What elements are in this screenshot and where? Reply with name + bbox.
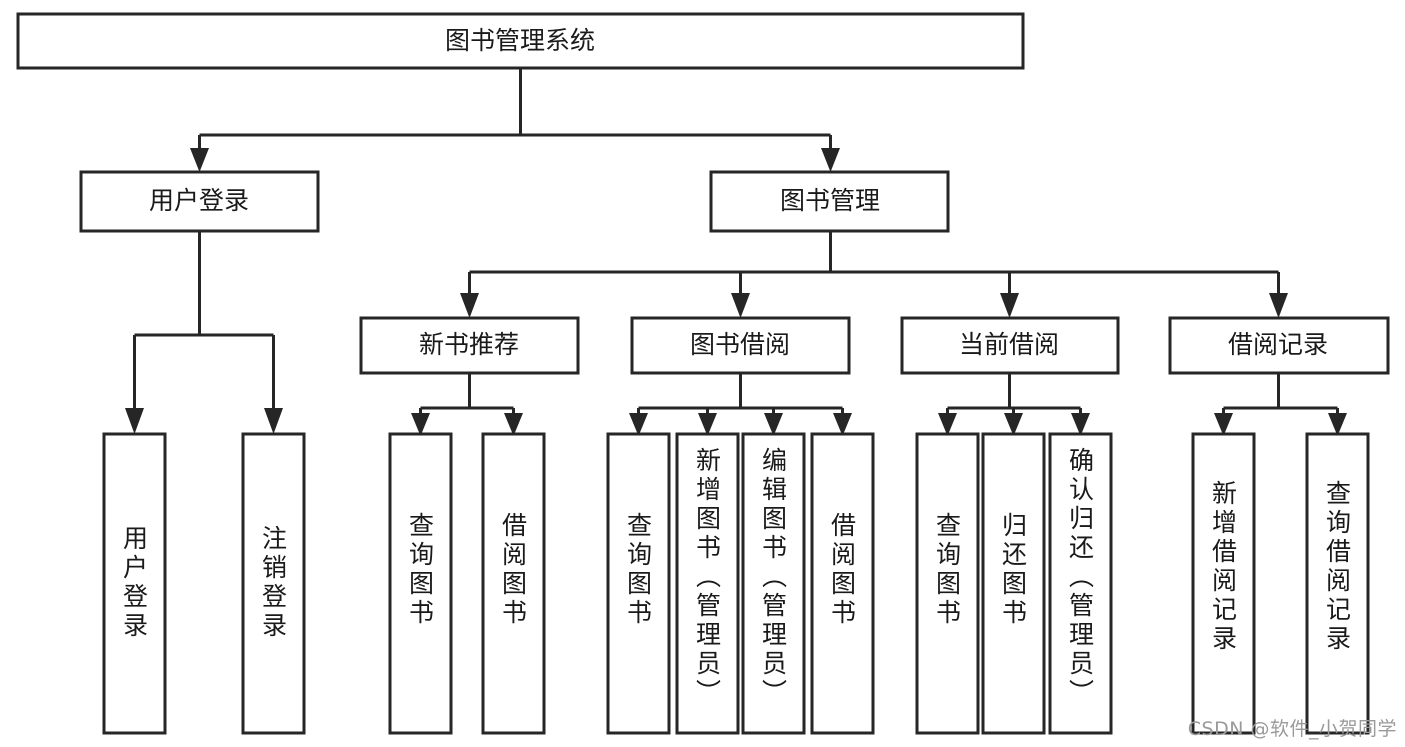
node-book-management[interactable]	[709, 170, 950, 233]
leaf-add-borrow-record[interactable]	[1191, 432, 1256, 735]
label-leaf-logout: 注销登录	[259, 525, 288, 641]
arrow-to-book-borrow	[731, 293, 750, 318]
node-new-book-recommend[interactable]	[359, 316, 580, 375]
arrow-to-leaf-edit-book	[764, 413, 783, 436]
node-book-borrow[interactable]	[630, 316, 851, 375]
leaf-query-book-borrow[interactable]	[606, 432, 671, 735]
arrow-to-leaf-query-book-b	[629, 413, 648, 436]
leaf-edit-book-admin[interactable]	[741, 432, 806, 735]
leaf-borrow-book-recommend[interactable]	[481, 432, 546, 735]
label-current-borrow: 当前借阅	[959, 330, 1059, 359]
arrow-to-current-borrow	[1000, 293, 1019, 318]
vertical-labels-group: 用户登录 注销登录 查询图书 借阅图书 查询图书 新增图书（管理员） 编辑图书（…	[120, 447, 1352, 708]
label-leaf-query-book-recommend: 查询图书	[406, 512, 435, 628]
arrow-to-leaf-add-book	[698, 413, 717, 436]
leaf-return-book[interactable]	[981, 432, 1046, 735]
leaf-confirm-return-admin[interactable]	[1048, 432, 1113, 735]
arrow-to-leaf-query-book-c	[938, 413, 957, 436]
leaf-query-book-recommend[interactable]	[388, 432, 453, 735]
label-leaf-borrow-book: 借阅图书	[828, 512, 857, 628]
leaf-logout[interactable]	[241, 432, 306, 735]
arrow-to-leaf-query-book-a	[411, 413, 430, 436]
label-leaf-query-borrow-record: 查询借阅记录	[1323, 480, 1352, 654]
leaf-query-book-current[interactable]	[915, 432, 980, 735]
leaf-query-borrow-record[interactable]	[1305, 432, 1370, 735]
horizontal-labels-group: 图书管理系统 用户登录 图书管理 新书推荐 图书借阅 当前借阅 借阅记录	[149, 26, 1328, 359]
label-leaf-query-book-current: 查询图书	[933, 512, 962, 628]
leaf-borrow-book[interactable]	[810, 432, 875, 735]
label-leaf-add-book-admin: 新增图书（管理员）	[693, 447, 722, 708]
label-new-book-recommend: 新书推荐	[419, 330, 519, 359]
label-leaf-borrow-book-recommend: 借阅图书	[499, 512, 528, 628]
label-leaf-add-borrow-record: 新增借阅记录	[1209, 480, 1238, 654]
arrow-to-book-manage	[821, 148, 840, 172]
nodes-group	[16, 12, 1390, 735]
label-leaf-query-book-borrow: 查询图书	[624, 512, 653, 628]
arrow-to-leaf-return-book	[1004, 413, 1023, 436]
label-leaf-edit-book-admin: 编辑图书（管理员）	[759, 447, 788, 708]
arrow-to-new-book-recommend	[460, 293, 479, 318]
arrow-to-leaf-add-record	[1214, 413, 1233, 436]
arrow-to-leaf-borrow-book-b	[833, 413, 852, 436]
arrow-to-leaf-query-record	[1328, 413, 1347, 436]
arrow-to-leaf-logout	[264, 408, 283, 434]
label-leaf-return-book: 归还图书	[999, 512, 1028, 628]
label-book-borrow: 图书借阅	[690, 330, 790, 359]
node-user-login[interactable]	[79, 170, 320, 233]
label-root-book-management-system: 图书管理系统	[445, 26, 595, 55]
arrow-to-leaf-user-login	[125, 408, 144, 434]
node-root-book-management-system[interactable]	[16, 12, 1025, 70]
arrow-to-leaf-borrow-book-a	[504, 413, 523, 436]
node-borrow-record[interactable]	[1168, 316, 1390, 375]
arrow-to-borrow-record	[1269, 293, 1288, 318]
label-book-management: 图书管理	[780, 186, 880, 215]
label-borrow-record: 借阅记录	[1228, 330, 1328, 359]
leaf-add-book-admin[interactable]	[675, 432, 740, 735]
node-current-borrow[interactable]	[900, 316, 1120, 375]
arrow-to-leaf-confirm-return	[1071, 413, 1090, 436]
label-leaf-confirm-return-admin: 确认归还（管理员）	[1066, 447, 1095, 708]
label-user-login: 用户登录	[149, 186, 249, 215]
leaf-user-login[interactable]	[102, 432, 167, 735]
arrow-to-user-login	[190, 148, 209, 172]
connectors-group	[125, 68, 1347, 436]
label-leaf-user-login: 用户登录	[120, 525, 149, 641]
